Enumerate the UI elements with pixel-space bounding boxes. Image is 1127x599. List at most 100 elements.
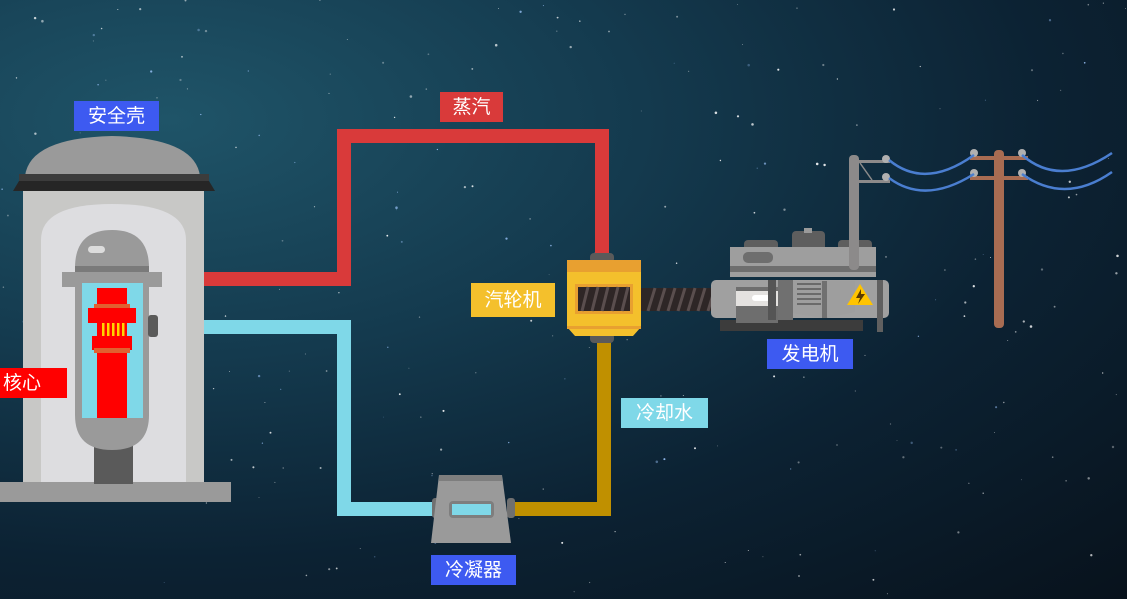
star — [529, 218, 531, 220]
star — [955, 448, 958, 451]
star — [588, 346, 590, 349]
star — [747, 63, 750, 67]
star — [1115, 394, 1117, 396]
star — [799, 553, 802, 556]
star — [235, 146, 237, 149]
star — [1102, 2, 1104, 4]
star — [664, 205, 667, 208]
star — [964, 301, 967, 304]
star — [1087, 477, 1090, 480]
star — [498, 7, 499, 9]
star — [1116, 254, 1119, 258]
star — [1087, 3, 1090, 6]
star — [400, 240, 403, 243]
star — [373, 555, 376, 558]
star — [995, 406, 998, 409]
star — [742, 44, 743, 45]
star — [427, 53, 430, 56]
star — [408, 367, 410, 369]
high-voltage-warning-icon — [847, 284, 873, 305]
label-condenser: 冷凝器 — [431, 555, 516, 585]
label-generator: 发电机 — [767, 339, 853, 369]
star — [79, 132, 81, 134]
star — [777, 68, 780, 71]
star — [939, 108, 941, 110]
star — [15, 77, 18, 79]
star — [1053, 305, 1056, 308]
star — [386, 234, 389, 237]
star — [803, 376, 805, 378]
star — [815, 162, 819, 166]
star — [1111, 445, 1115, 449]
star — [968, 482, 970, 484]
star — [224, 315, 227, 317]
star — [393, 116, 396, 119]
star — [398, 393, 401, 396]
turbine — [567, 253, 723, 343]
star — [797, 461, 800, 464]
star — [197, 28, 200, 32]
star — [117, 8, 119, 11]
star — [264, 401, 266, 404]
star — [972, 285, 975, 288]
star — [212, 387, 215, 390]
star — [420, 416, 422, 418]
star — [1014, 331, 1017, 333]
star — [269, 431, 272, 434]
star — [756, 167, 758, 169]
star — [200, 113, 202, 116]
star — [917, 335, 920, 337]
star — [747, 550, 749, 551]
star — [935, 299, 937, 301]
star — [626, 339, 628, 341]
star — [179, 78, 182, 82]
star — [884, 255, 888, 258]
label-cooling-water: 冷却水 — [621, 398, 708, 428]
star — [719, 159, 722, 162]
star — [228, 370, 231, 373]
star — [655, 460, 659, 464]
star — [442, 409, 445, 412]
star — [1007, 340, 1009, 341]
star — [994, 431, 995, 433]
star — [338, 292, 340, 294]
star — [872, 578, 875, 581]
star — [505, 237, 508, 240]
star — [34, 132, 37, 135]
star — [184, 0, 187, 2]
star — [573, 591, 575, 593]
star — [440, 448, 443, 451]
star — [1051, 456, 1054, 458]
star — [902, 456, 905, 459]
star — [33, 16, 37, 20]
star — [396, 191, 399, 193]
star — [982, 253, 984, 255]
star — [561, 541, 564, 544]
star — [471, 67, 474, 70]
star — [294, 161, 296, 164]
star — [984, 99, 986, 101]
star — [676, 15, 679, 18]
star — [564, 378, 566, 380]
star — [305, 574, 308, 577]
star — [663, 458, 666, 461]
label-containment: 安全壳 — [74, 101, 159, 131]
star — [673, 62, 675, 64]
star — [624, 13, 626, 16]
star — [359, 548, 361, 550]
star — [874, 550, 876, 552]
star — [1029, 325, 1033, 328]
star — [694, 447, 696, 450]
star — [335, 567, 338, 570]
star — [614, 530, 616, 533]
star — [252, 466, 255, 469]
star — [1, 188, 3, 190]
star — [282, 467, 284, 469]
star — [1003, 401, 1005, 404]
star — [687, 70, 690, 73]
star — [724, 562, 726, 563]
star — [550, 244, 552, 247]
label-turbine: 汽轮机 — [471, 283, 555, 317]
star — [418, 316, 421, 318]
star — [247, 70, 249, 72]
